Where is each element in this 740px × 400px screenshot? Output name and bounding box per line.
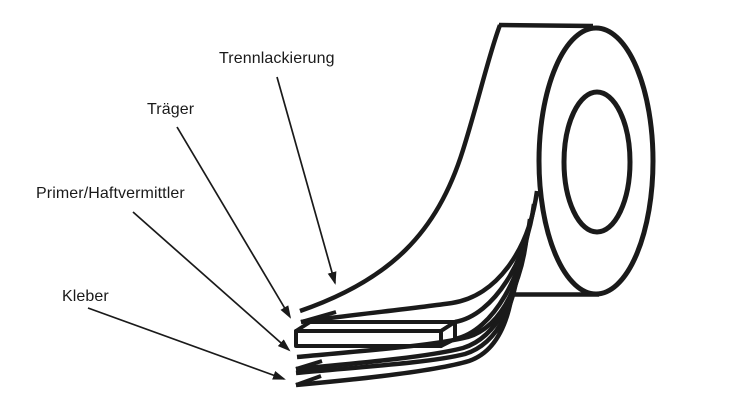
arrow-primer [132,211,291,352]
layer-release-coat-torn-edge [300,310,337,324]
roll-top-edge [498,22,594,29]
label-trennlackierung: Trennlackierung [219,50,335,67]
roll-core-ellipse [561,89,633,235]
layer-adhesive-bottom-edge [295,277,517,388]
label-primer: Primer/Haftvermittler [36,185,185,202]
layer-carrier-front-face [294,329,443,348]
roll-outer-ellipse [536,25,656,297]
arrow-kleber [87,307,286,380]
label-traeger: Träger [147,101,195,118]
arrow-traeger [176,126,292,319]
arrow-trennlackierung [276,76,337,285]
layer-release-coat-top-curve [299,24,503,314]
layer-release-coat-bottom-edge [300,190,540,325]
label-kleber: Kleber [62,288,109,305]
